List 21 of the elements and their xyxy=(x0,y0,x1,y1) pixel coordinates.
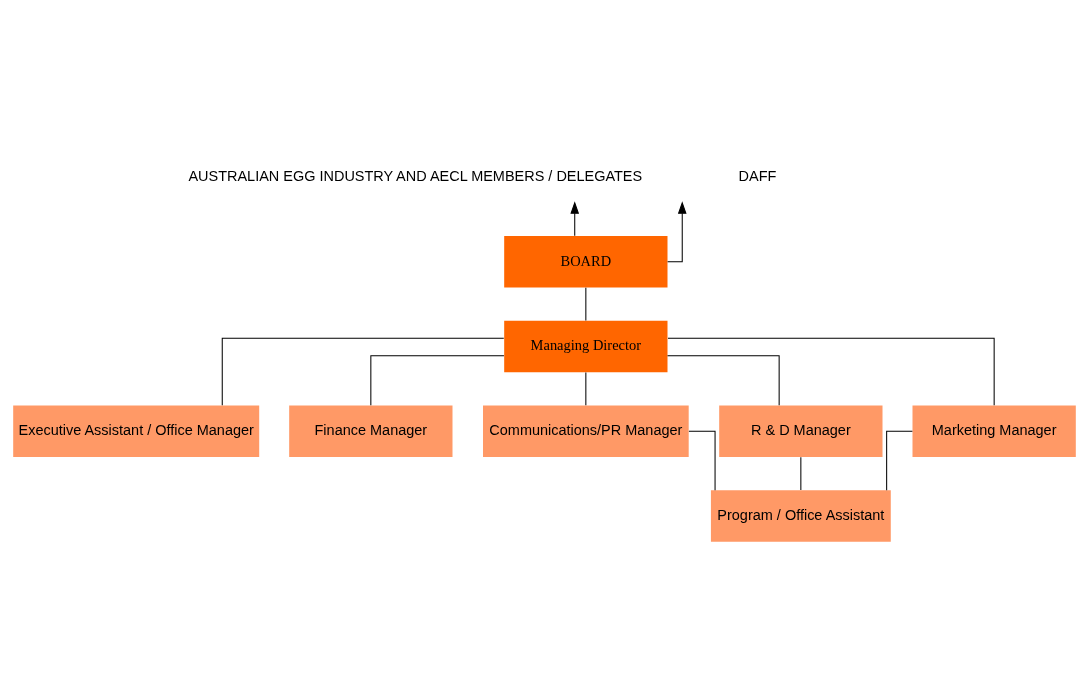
connector xyxy=(585,371,587,406)
connector xyxy=(370,354,505,406)
node-box: BOARD xyxy=(504,235,668,288)
arrow xyxy=(667,200,687,262)
node-text: DAFF xyxy=(738,167,777,184)
arrow xyxy=(570,200,580,236)
node-text: AUSTRALIAN EGG INDUSTRY AND AECL MEMBERS / DELEGATES xyxy=(188,167,643,184)
connector xyxy=(221,337,505,406)
connector xyxy=(585,286,587,321)
node-box: Executive Assistant / Office Manager xyxy=(13,404,260,457)
connector xyxy=(667,354,780,406)
node-box: Marketing Manager xyxy=(912,404,1076,457)
connector xyxy=(688,430,716,491)
node-box: Managing Director xyxy=(504,320,668,372)
node-box: Finance Manager xyxy=(289,404,453,457)
connector xyxy=(886,430,913,491)
node-box: Communications/PR Manager xyxy=(483,404,689,457)
connector xyxy=(667,337,995,406)
node-box: Program / Office Assistant xyxy=(710,489,891,542)
node-box: R & D Manager xyxy=(719,404,883,457)
connector xyxy=(800,456,802,490)
